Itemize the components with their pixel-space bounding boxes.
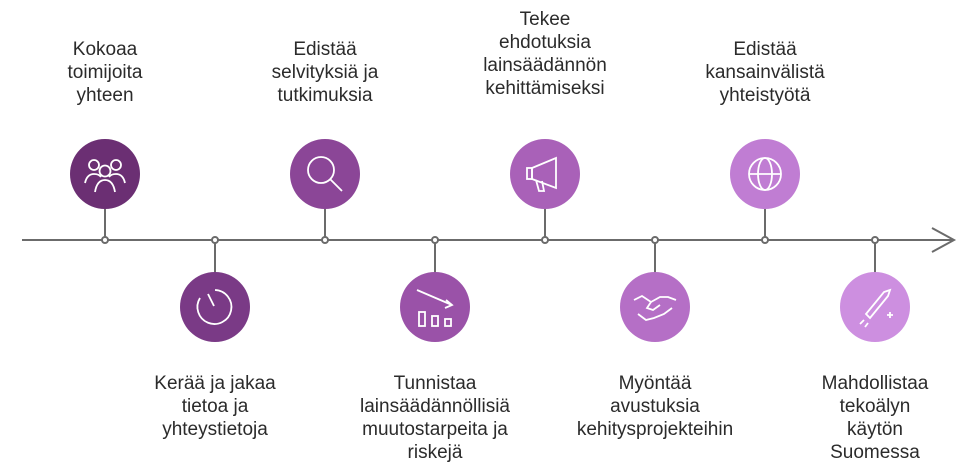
milestone-stem (324, 206, 326, 240)
milestone-dot (431, 236, 439, 244)
milestone-stem (874, 240, 876, 274)
milestone-icon-circle (290, 139, 360, 209)
milestone-label: Tunnistaa lainsäädännöllisiä muutostarpe… (360, 373, 510, 463)
milestone-icon-circle (400, 272, 470, 342)
pie-chart-icon (180, 272, 250, 342)
milestone-stem (764, 206, 766, 240)
milestone-label: Mahdollistaa tekoälyn käytön Suomessa (821, 373, 929, 463)
timeline-axis (22, 239, 954, 241)
milestone-dot (211, 236, 219, 244)
milestone-stem (434, 240, 436, 274)
milestone-icon-circle (510, 139, 580, 209)
milestone-stem (654, 240, 656, 274)
declining-chart-icon (400, 272, 470, 342)
milestone-label: Kokoaa toimijoita yhteen (67, 39, 143, 106)
milestone-dot (871, 236, 879, 244)
milestone-label: Edistää selvityksiä ja tutkimuksia (271, 39, 379, 106)
megaphone-icon (510, 139, 580, 209)
milestone-icon-circle (180, 272, 250, 342)
milestone-dot (321, 236, 329, 244)
milestone-label: Edistää kansainvälistä yhteistyötä (705, 39, 825, 106)
milestone-icon-circle (620, 272, 690, 342)
milestone-label: Myöntää avustuksia kehitysprojekteihin (576, 373, 734, 440)
milestone-dot (651, 236, 659, 244)
milestone-stem (544, 206, 546, 240)
milestone-icon-circle (730, 139, 800, 209)
magnifier-icon (290, 139, 360, 209)
milestone-icon-circle (840, 272, 910, 342)
milestone-stem (104, 206, 106, 240)
handshake-icon (620, 272, 690, 342)
milestone-dot (541, 236, 549, 244)
globe-icon (730, 139, 800, 209)
people-group-icon (70, 139, 140, 209)
rocket-icon (840, 272, 910, 342)
milestone-stem (214, 240, 216, 274)
milestone-dot (101, 236, 109, 244)
milestone-dot (761, 236, 769, 244)
timeline-arrow-icon (931, 227, 957, 253)
milestone-label: Tekee ehdotuksia lainsäädännön kehittämi… (483, 9, 607, 99)
milestone-label: Kerää ja jakaa tietoa ja yhteystietoja (154, 373, 276, 440)
milestone-icon-circle (70, 139, 140, 209)
